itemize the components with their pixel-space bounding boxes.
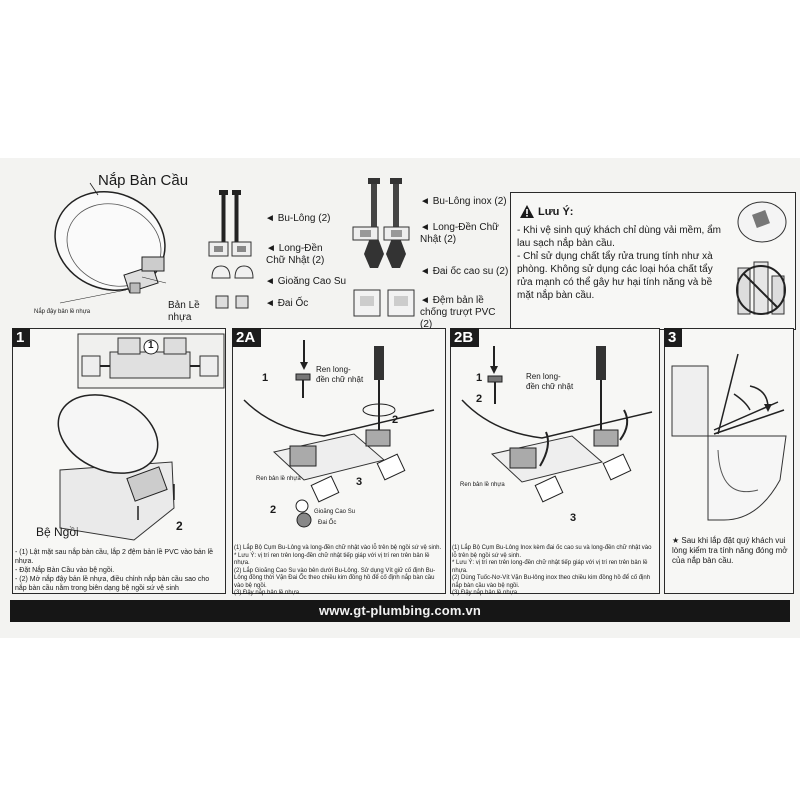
- footer-url: www.gt-plumbing.com.vn: [318, 603, 482, 618]
- gasket-icon: [211, 265, 254, 279]
- step-2a-line: (1) Lắp Bộ Cụm Bu-Lông và long-đền chữ n…: [234, 545, 442, 551]
- step-1-line: - Đặt Nắp Bàn Cầu vào bệ ngồi.: [15, 567, 115, 574]
- step-2a-line: (2) Lắp Gioăng Cao Su vào bên dưới Bu-Lô…: [234, 567, 436, 589]
- part-stainless-bolt-label: ◄ Bu-Lông inox (2): [420, 196, 507, 207]
- step-2a-line: * Lưu Ý: vị trí ren trên long-đền chữ nh…: [234, 552, 430, 567]
- step-2a-circle-2: 2: [392, 414, 399, 426]
- warning-title: Lưu Ý:: [538, 206, 574, 218]
- step-2b-thread-label: Ren long-đền chữ nhật: [526, 372, 574, 391]
- nut-icon: [215, 295, 249, 309]
- step-3-badge: 3: [664, 328, 683, 347]
- warning-item: - Chỉ sử dụng chất tẩy rửa trung tính nh…: [517, 251, 713, 301]
- step-1-circle-2: 2: [176, 519, 183, 533]
- step-2b-instructions: (1) Lắp Bộ Cụm Bu-Lông Inox kèm đai ốc c…: [452, 545, 656, 598]
- cleaning-illustration: [736, 201, 787, 315]
- step-1-line: - (1) Lật mặt sau nắp bàn cầu, lắp 2 đệm…: [15, 549, 214, 565]
- step-1-circle-1: 1: [148, 340, 154, 351]
- hinge-cap-label: Nắp đậy bản lề nhựa: [34, 309, 91, 315]
- step-1-seat-illustration: [57, 394, 175, 541]
- stainless-washer-icon: [352, 226, 410, 241]
- step-1-base-label: Bệ Ngồi: [36, 525, 79, 539]
- step-2a-gasket-label: Gioăng Cao Su: [314, 509, 356, 515]
- step-1-instructions: - (1) Lật mặt sau nắp bàn cầu, lắp 2 đệm…: [15, 548, 221, 593]
- step-1-badge: 1: [12, 328, 31, 347]
- bolt-icon: [219, 190, 241, 255]
- step-2b-hinge-thread-label: Ren bản lề nhựa: [460, 482, 505, 488]
- part-bolt-label: ◄ Bu-Lông (2): [265, 213, 331, 224]
- step-1-hinge-detail: [77, 333, 225, 389]
- part-washer-label: ◄ Long-Đền Chữ Nhật (2): [266, 243, 325, 266]
- step-2a-illustration: [243, 340, 435, 528]
- warning-body: - Khi vệ sinh quý khách chỉ dùng vải mềm…: [517, 224, 729, 302]
- step-2a-circle-1: 1: [262, 372, 269, 384]
- footer-bar: [10, 600, 790, 622]
- part-nut-label: ◄ Đai Ốc: [265, 298, 309, 309]
- washer-icon: [208, 241, 252, 257]
- warning-icon: [520, 205, 534, 218]
- step-2b-line: (2) Dùng Tuốc-Nơ-Vít Vặn Bu-lông inox th…: [452, 575, 651, 589]
- step-2b-illustration: [461, 346, 653, 503]
- step-2a-instructions: (1) Lắp Bộ Cụm Bu-Lông và long-đền chữ n…: [234, 545, 442, 598]
- hinge-label: Bản Lề nhựa: [168, 300, 208, 324]
- toilet-lid-illustration: [54, 182, 167, 304]
- step-2b-line: (3) Đậy nắp bản lề nhựa.: [452, 590, 519, 596]
- step-2b-line: (1) Lắp Bộ Cụm Bu-Lông Inox kèm đai ốc c…: [452, 545, 652, 559]
- step-2b-circle-1: 1: [476, 372, 483, 384]
- warning-item: - Khi vệ sinh quý khách chỉ dùng vải mềm…: [517, 225, 721, 249]
- step-2b-badge: 2B: [450, 328, 480, 347]
- step-2b-line: * Lưu Ý: vị trí ren trên long-đền chữ nh…: [452, 560, 648, 574]
- part-stainless-washer-label: ◄ Long-Đền Chữ Nhật (2): [420, 222, 499, 245]
- step-2a-hinge-thread-label: Ren bản lề nhựa: [256, 476, 301, 482]
- pvc-pad-icon: [353, 289, 415, 317]
- lid-label: Nắp Bàn Cầu: [98, 172, 189, 189]
- step-2a-thread-label: Ren long-đền chữ nhật: [316, 365, 364, 384]
- step-2a-nut-label: Đai Ốc: [318, 520, 337, 526]
- part-rubber-nut-label: ◄ Đai ốc cao su (2): [420, 266, 509, 277]
- step-2a-circle-2b: 2: [270, 504, 277, 516]
- step-2a-circle-3: 3: [356, 476, 363, 488]
- hinge-label-text: Bản Lề nhựa: [168, 300, 200, 323]
- step-3-toilet-illustration: [671, 353, 787, 521]
- step-2b-circle-3: 3: [570, 512, 577, 524]
- stainless-bolt-icon: [364, 178, 406, 268]
- step-3-note: ★ Sau khi lắp đặt quý khách vui lòng kiể…: [672, 536, 788, 565]
- step-2a-badge: 2A: [232, 328, 262, 347]
- part-gasket-label: ◄ Gioăng Cao Su: [265, 276, 347, 287]
- part-pvc-pad-label: ◄ Đệm bản lề chống trượt PVC (2): [420, 295, 496, 330]
- step-2b-circle-2: 2: [476, 393, 483, 405]
- step-1-line: - (2) Mở nắp đậy bản lề nhựa, điều chỉnh…: [15, 576, 210, 592]
- step-2a-line: (3) Đậy nắp bản lề nhựa.: [234, 590, 301, 596]
